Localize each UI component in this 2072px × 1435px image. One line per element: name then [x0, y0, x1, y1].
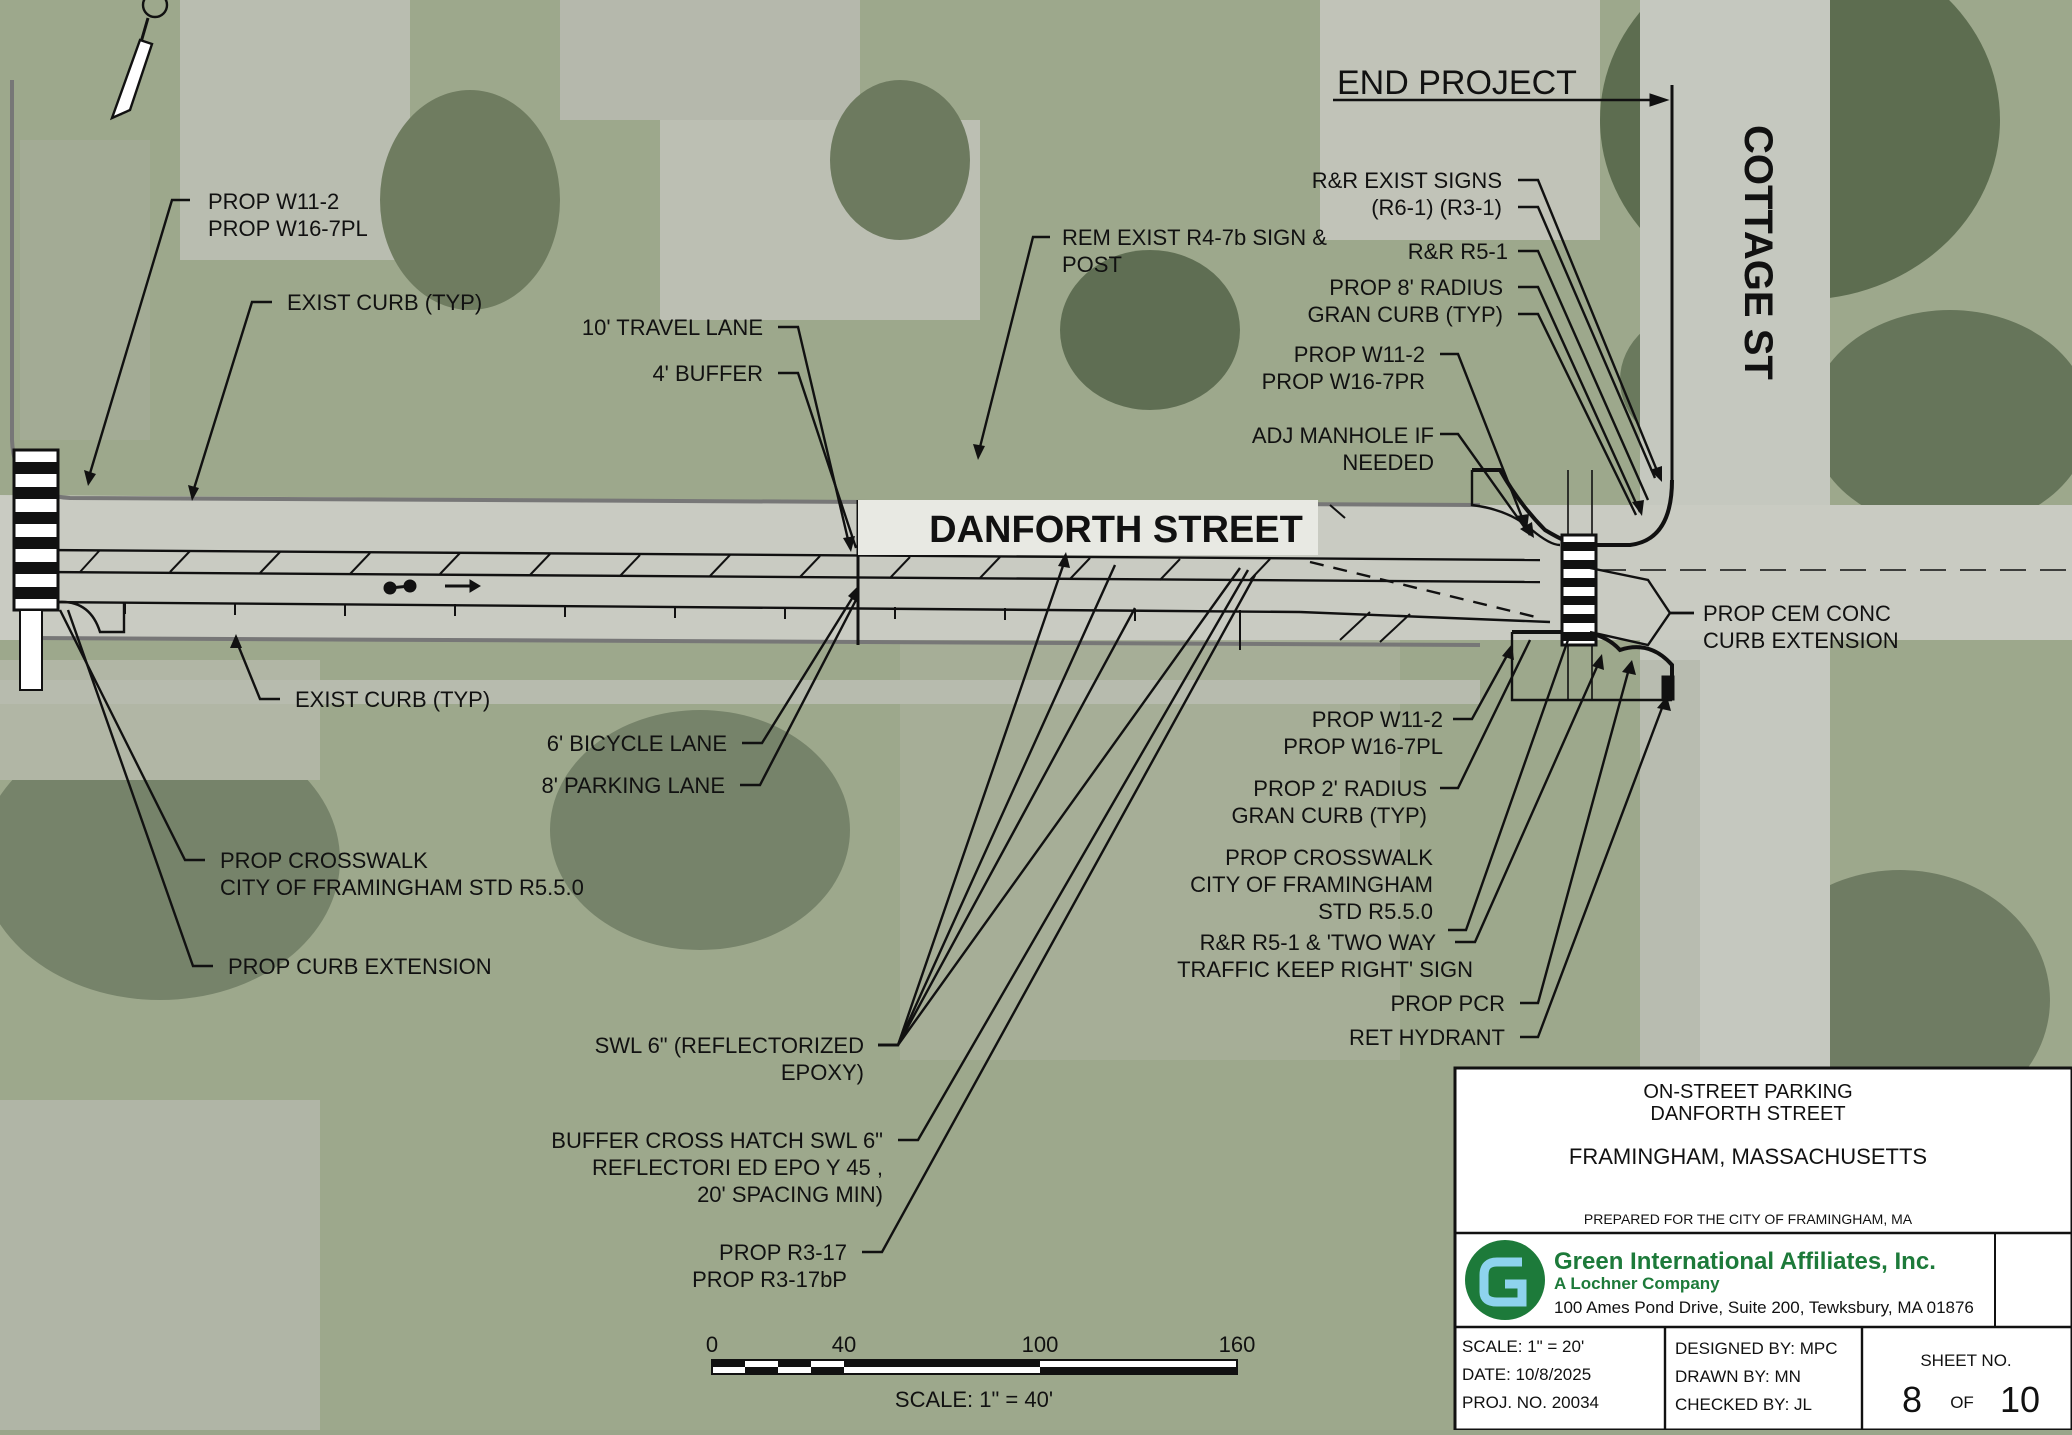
company-name: Green International Affiliates, Inc.: [1554, 1248, 1936, 1275]
company-logo-icon: [1465, 1240, 1545, 1320]
title-location: FRAMINGHAM, MASSACHUSETTS: [1569, 1144, 1927, 1169]
title-block: ON-STREET PARKING DANFORTH STREET FRAMIN…: [1453, 1066, 2072, 1432]
callout-rr-r5-1: R&R R5-1: [1408, 239, 1508, 264]
roadway-linework: [10, 0, 2072, 702]
sheet-label: SHEET NO.: [1920, 1351, 2011, 1370]
callout-prop-pcr: PROP PCR: [1390, 991, 1505, 1016]
title-project-line2: DANFORTH STREET: [1650, 1103, 1845, 1125]
cross-street-label: COTTAGE ST: [1736, 125, 1780, 380]
callout-buffer: 4' BUFFER: [652, 361, 763, 386]
callout-bicycle-lane: 6' BICYCLE LANE: [547, 731, 727, 756]
callout-travel-lane: 10' TRAVEL LANE: [582, 315, 763, 340]
callout-buffer-cross-hatch: BUFFER CROSS HATCH SWL 6"REFLECTORI ED E…: [551, 1128, 883, 1207]
title-date: DATE: 10/8/2025: [1462, 1365, 1591, 1384]
scale-caption: SCALE: 1" = 40': [895, 1387, 1053, 1412]
leader-lines: [58, 178, 1694, 1254]
sheet-number: 8: [1902, 1379, 1922, 1420]
title-scale: SCALE: 1" = 20': [1462, 1337, 1584, 1356]
sheet-of: OF: [1950, 1393, 1974, 1412]
callout-exist-curb-south: EXIST CURB (TYP): [295, 687, 490, 712]
title-prepared-for: PREPARED FOR THE CITY OF FRAMINGHAM, MA: [1584, 1211, 1913, 1227]
scale-bar: 0 40 100 160 SCALE: 1" = 40': [706, 1332, 1255, 1412]
company-address: 100 Ames Pond Drive, Suite 200, Tewksbur…: [1554, 1298, 1974, 1317]
title-designed-by: DESIGNED BY: MPC: [1675, 1339, 1837, 1358]
scale-tick-100: 100: [1022, 1332, 1059, 1357]
callout-parking-lane: 8' PARKING LANE: [541, 773, 725, 798]
callout-curb-extension-west: PROP CURB EXTENSION: [228, 954, 492, 979]
title-project-line1: ON-STREET PARKING: [1643, 1081, 1852, 1103]
north-arrow: [109, 0, 169, 121]
main-street-label: DANFORTH STREET: [929, 509, 1303, 551]
company-subtitle: A Lochner Company: [1554, 1274, 1720, 1293]
end-project-label: END PROJECT: [1337, 64, 1577, 102]
scale-tick-0: 0: [706, 1332, 718, 1357]
sheet-total: 10: [2000, 1379, 2040, 1420]
title-drawn-by: DRAWN BY: MN: [1675, 1367, 1801, 1386]
bike-arrow: [445, 579, 481, 593]
title-proj-no: PROJ. NO. 20034: [1462, 1393, 1599, 1412]
scale-tick-40: 40: [832, 1332, 856, 1357]
crosswalk-west: [12, 448, 60, 691]
scale-tick-160: 160: [1219, 1332, 1256, 1357]
callout-ret-hydrant: RET HYDRANT: [1349, 1025, 1505, 1050]
callout-exist-curb-north: EXIST CURB (TYP): [287, 290, 482, 315]
callout-rem-r4-7b: REM EXIST R4-7b SIGN &POST: [1062, 225, 1327, 277]
bike-symbol: [383, 579, 417, 595]
crosswalk-east: [1560, 533, 1598, 647]
title-checked-by: CHECKED BY: JL: [1675, 1395, 1812, 1414]
callout-rr-exist-signs: R&R EXIST SIGNS(R6-1) (R3-1): [1312, 168, 1502, 220]
